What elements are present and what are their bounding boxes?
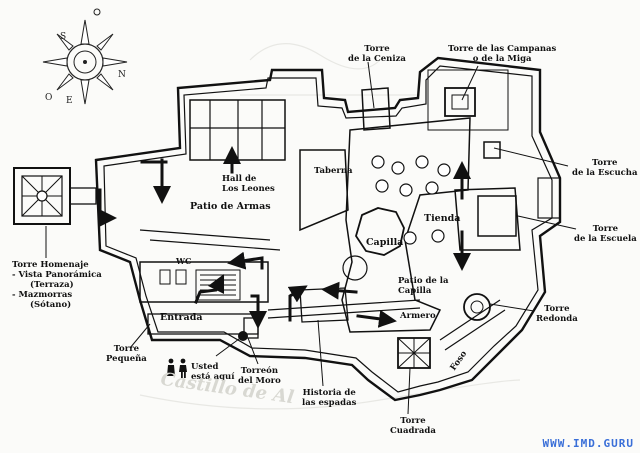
route-arrows (98, 146, 471, 329)
label-taberna: Taberna (314, 166, 353, 176)
compass-rose (42, 8, 128, 105)
label-entrada: Entrada (160, 312, 203, 323)
leader-lines (45, 61, 577, 415)
label-armero: Armero (400, 311, 436, 321)
label-tienda: Tienda (424, 213, 461, 224)
label-wc: WC (176, 256, 192, 266)
torre-homenaje-tower (13, 167, 97, 225)
label-capilla: Capilla (366, 237, 404, 248)
label-torre-homenaje: Torre Homenaje - Vista Panorámica (Terra… (12, 260, 102, 310)
compass-west: O (45, 93, 53, 103)
label-patio-armas: Patio de Armas (190, 201, 271, 212)
courtyard-tables (371, 155, 451, 245)
compass-east: E (66, 96, 73, 106)
compass-south: S (60, 32, 67, 42)
compass-north: N (118, 70, 126, 80)
watermark-text: WWW.IMD.GURU (542, 437, 634, 450)
faint-background-drawing (139, 43, 521, 410)
castle-outline (94, 56, 562, 402)
you-are-here-marker (167, 331, 248, 378)
